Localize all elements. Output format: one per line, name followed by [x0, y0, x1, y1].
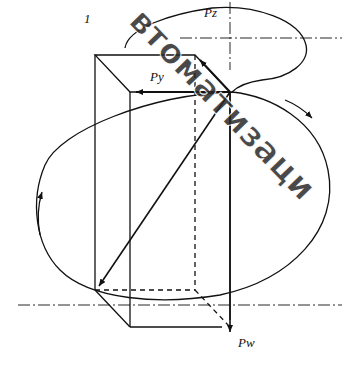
box-edge [129, 92, 130, 327]
rotation-arrow [285, 100, 312, 118]
force-label: Pz [204, 6, 217, 19]
box-edge [130, 326, 222, 327]
box-edge [94, 55, 95, 290]
lower-axis [18, 305, 342, 306]
force-label: Py [150, 70, 164, 83]
box-edge [95, 290, 130, 327]
hidden-edge [195, 290, 230, 327]
callout-number: 1 [84, 12, 91, 25]
rotation-arrow [38, 192, 42, 235]
resultant-force [99, 92, 230, 286]
hidden-edge [95, 289, 195, 290]
lower-wheel [37, 92, 330, 300]
upper-axis [230, 2, 231, 70]
force-label: Pw [238, 336, 255, 349]
upper-axis [180, 38, 342, 39]
